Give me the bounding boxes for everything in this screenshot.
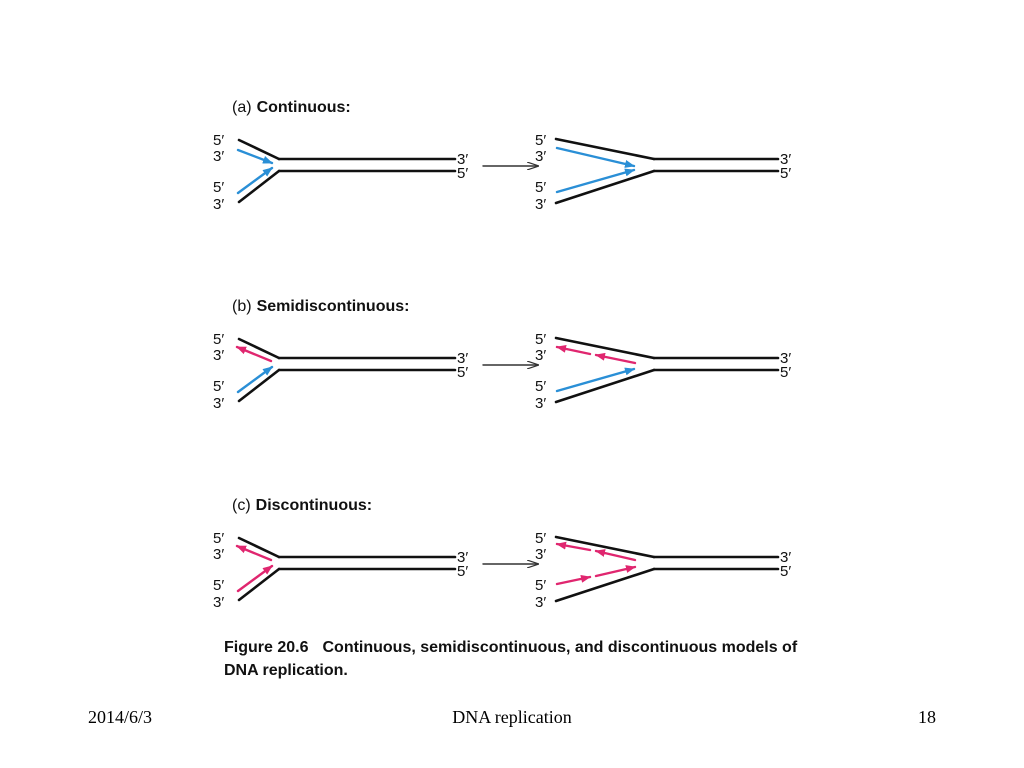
parental-strand-top-arm	[237, 536, 281, 559]
new-strand-leading-bottom	[555, 168, 636, 194]
label-5prime: 5′	[213, 577, 224, 594]
replication-models-diagram: (a)Continuous:5′3′5′3′3′5′5′3′5′3′3′5′(b…	[213, 99, 791, 611]
label-5prime: 5′	[535, 179, 546, 196]
label-5prime: 5′	[213, 179, 224, 196]
okazaki-fragment-top-1	[555, 541, 592, 552]
label-3prime: 3′	[457, 350, 468, 367]
new-strand-lagging-fragment	[235, 345, 273, 363]
label-5prime: 5′	[780, 364, 791, 381]
panel-letter: (b)	[232, 298, 252, 315]
label-3prime: 3′	[457, 549, 468, 566]
label-5prime: 5′	[213, 132, 224, 149]
label-5prime: 5′	[457, 165, 468, 182]
parental-strand-top-arm	[554, 137, 656, 161]
label-3prime: 3′	[780, 350, 791, 367]
okazaki-fragment-bottom-1	[555, 574, 592, 586]
okazaki-fragment-bottom-2	[594, 565, 637, 578]
panel-title-a: (a) Continuous:	[232, 99, 351, 116]
label-3prime: 3′	[535, 148, 546, 165]
panel-name: Semidiscontinuous:	[257, 298, 410, 315]
label-3prime: 3′	[213, 148, 224, 165]
parental-strand-bottom-arm	[554, 368, 656, 404]
label-3prime: 3′	[457, 151, 468, 168]
parental-strand-bottom-arm	[554, 169, 656, 205]
footer-page-number: 18	[918, 707, 936, 727]
label-3prime: 3′	[213, 546, 224, 563]
parental-strand-top-arm	[237, 138, 281, 161]
label-3prime: 3′	[213, 196, 224, 213]
figure-number: Figure 20.6	[224, 639, 309, 656]
panel-name: Continuous:	[257, 99, 351, 116]
new-strand-leading-top	[236, 148, 274, 165]
label-5prime: 5′	[535, 132, 546, 149]
label-5prime: 5′	[213, 530, 224, 547]
figure-caption-text: Continuous, semidiscontinuous, and disco…	[224, 639, 798, 679]
panel-title-b: (b) Semidiscontinuous:	[232, 298, 409, 315]
label-5prime: 5′	[457, 364, 468, 381]
footer-title: DNA replication	[452, 707, 572, 727]
label-3prime: 3′	[535, 546, 546, 563]
panel-title-c: (c) Discontinuous:	[232, 497, 372, 514]
label-3prime: 3′	[780, 549, 791, 566]
label-3prime: 3′	[535, 594, 546, 611]
label-5prime: 5′	[535, 577, 546, 594]
parental-strand-top-arm	[237, 337, 281, 360]
new-strand-leading	[555, 367, 636, 393]
label-3prime: 3′	[780, 151, 791, 168]
panel-name: Discontinuous:	[256, 497, 372, 514]
panel-a: (a)Continuous:5′3′5′3′3′5′5′3′5′3′3′5′	[213, 99, 791, 213]
panel-b: (b)Semidiscontinuous:5′3′5′3′3′5′5′3′5′3…	[213, 298, 791, 412]
label-5prime: 5′	[780, 165, 791, 182]
panel-c: (c)Discontinuous:5′3′5′3′3′5′5′3′5′3′3′5…	[213, 497, 791, 611]
new-strand-leading-top	[555, 146, 636, 168]
label-3prime: 3′	[535, 347, 546, 364]
label-3prime: 3′	[535, 395, 546, 412]
okazaki-fragment-top-2	[594, 549, 637, 562]
label-3prime: 3′	[213, 395, 224, 412]
label-3prime: 3′	[213, 347, 224, 364]
new-strand-leading	[236, 365, 274, 394]
okazaki-fragment-1	[555, 344, 592, 356]
panel-letter: (a)	[232, 99, 252, 116]
new-strand-leading-bottom	[236, 166, 274, 195]
label-5prime: 5′	[213, 331, 224, 348]
label-5prime: 5′	[535, 331, 546, 348]
okazaki-fragment-2	[594, 352, 637, 365]
parental-strand-top-arm	[554, 535, 656, 559]
label-3prime: 3′	[213, 594, 224, 611]
label-5prime: 5′	[780, 563, 791, 580]
label-5prime: 5′	[535, 378, 546, 395]
label-5prime: 5′	[213, 378, 224, 395]
parental-strand-top-arm	[554, 336, 656, 360]
parental-strand-bottom-arm	[554, 567, 656, 603]
label-5prime: 5′	[535, 530, 546, 547]
label-3prime: 3′	[535, 196, 546, 213]
panel-letter: (c)	[232, 497, 251, 514]
footer-date: 2014/6/3	[88, 707, 153, 727]
new-strand-fragment-bottom	[236, 564, 274, 593]
new-strand-fragment-top	[235, 544, 273, 562]
label-5prime: 5′	[457, 563, 468, 580]
